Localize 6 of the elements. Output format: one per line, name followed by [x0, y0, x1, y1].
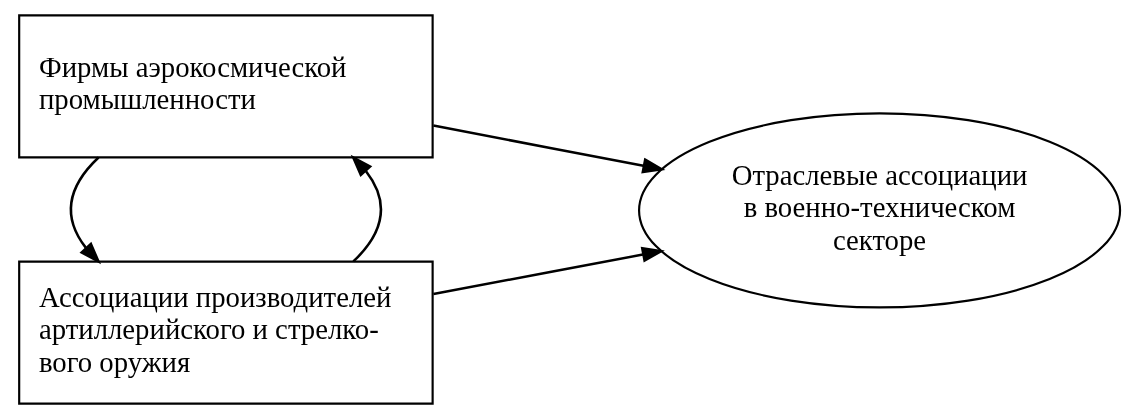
arrow [69, 156, 102, 265]
arrow [433, 246, 665, 296]
arrow [433, 124, 666, 174]
arrow [350, 154, 383, 263]
node-box: Ассоциации производителей артиллерийского и стрелко-вого оружия [18, 260, 434, 405]
node-box: Фирмы аэрокосмической промышленности [18, 14, 434, 159]
